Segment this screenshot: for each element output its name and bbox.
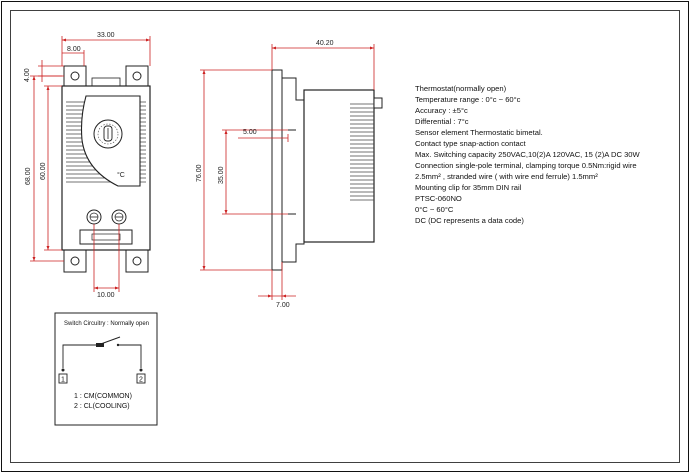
terminal-2 <box>111 209 127 225</box>
switch-terminal-2 <box>136 373 146 384</box>
switch-terminal-1 <box>58 373 68 384</box>
legend-common: 1 : CM(COMMON) <box>74 393 132 400</box>
dim-height-inner: 60.00 <box>40 162 47 180</box>
legend-cooling: 2 : CL(COOLING) <box>74 403 130 410</box>
spec-line: Temperature range : 0°c ~ 60°c <box>415 95 521 104</box>
rail-clip <box>271 69 283 271</box>
dim-side-depth: 40.20 <box>316 40 334 47</box>
front-dimensions <box>30 36 151 292</box>
spec-line: DC (DC represents a data code) <box>415 216 524 225</box>
spec-line: Accuracy : ±5°c <box>415 106 468 115</box>
side-dimensions <box>200 44 375 300</box>
spec-line: Max. Switching capacity 250VAC,10(2)A 12… <box>415 150 640 159</box>
dim-bottom-offset: 7.00 <box>276 302 290 309</box>
spec-line: Differential : 7°c <box>415 117 469 126</box>
dial-unit-label: °C <box>117 171 125 179</box>
side-vent-slots <box>350 103 374 201</box>
spec-line: Mounting clip for 35mm DIN rail <box>415 183 522 192</box>
spec-line: Connection single-pole terminal, clampin… <box>415 161 637 170</box>
spec-line: 2.5mm² , stranded wire ( with wire end f… <box>415 172 598 181</box>
dim-clip-depth: 5.00 <box>243 129 257 136</box>
dim-top-offset: 8.00 <box>67 46 81 53</box>
spec-line: Sensor element Thermostatic bimetal. <box>415 128 543 137</box>
side-housing <box>303 89 375 243</box>
spec-line: Thermostat(normally open) <box>415 84 507 93</box>
switch-circuit-title: Switch Circuitry : Normally open <box>64 321 149 327</box>
switch-circuit-box: Switch Circuitry : Normally open 1 2 1 :… <box>54 312 158 426</box>
spec-line: 0°C ~ 60°C <box>415 205 454 214</box>
dim-height-total: 68.00 <box>25 167 32 185</box>
terminal-1 <box>86 209 102 225</box>
spec-line: PTSC-060NO <box>415 194 462 203</box>
side-view <box>271 69 383 271</box>
front-view: °C <box>61 65 151 273</box>
dim-side-height: 76.00 <box>196 164 203 182</box>
dim-terminal-pitch: 10.00 <box>97 292 115 299</box>
svg-text:2: 2 <box>139 377 143 384</box>
spec-line: Contact type snap-action contact <box>415 139 526 148</box>
dim-top-small: 4.00 <box>24 68 31 82</box>
dim-width-total: 33.00 <box>97 32 115 39</box>
svg-text:1: 1 <box>61 377 65 384</box>
dim-clip-height: 35.00 <box>218 166 225 184</box>
drawing-inner-border <box>10 10 680 463</box>
